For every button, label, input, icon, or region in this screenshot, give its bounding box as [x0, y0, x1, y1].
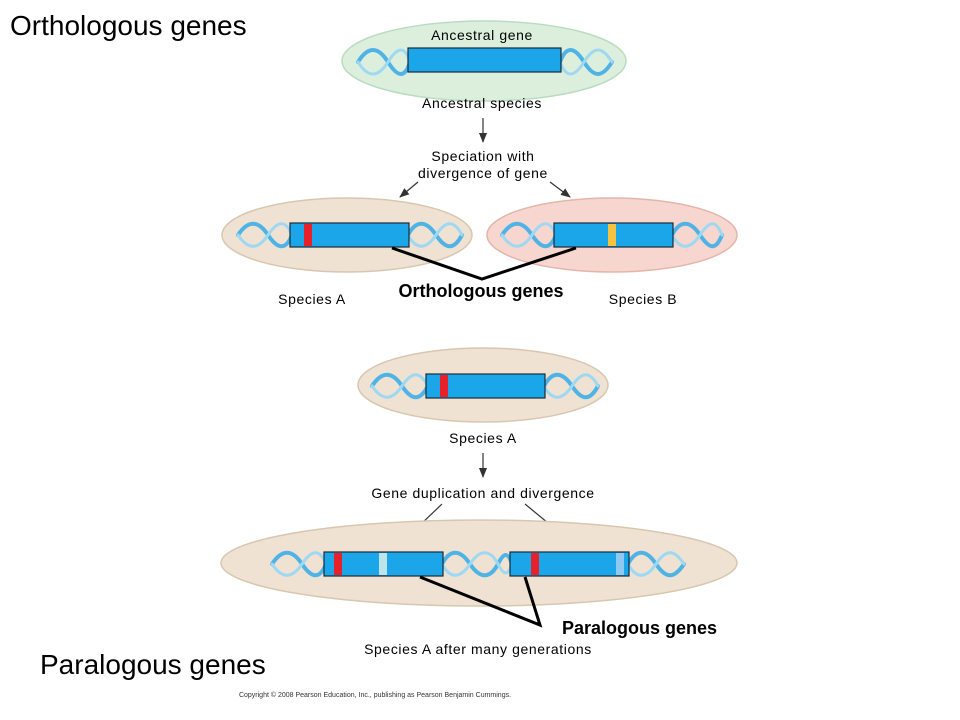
orthologous-bracket — [391, 246, 577, 281]
speciation-label-line1: Speciation with — [431, 148, 534, 164]
speciation-arrow-right — [549, 181, 571, 198]
copyright-notice: Copyright © 2008 Pearson Education, Inc.… — [239, 691, 511, 699]
duplication-label: Gene duplication and divergence — [371, 485, 594, 501]
species-a-after-generations-label: Species A after many generations — [364, 641, 592, 657]
paralog-gene-2-lightblue-mutation — [616, 553, 624, 575]
orthologous-genes-label: Orthologous genes — [398, 281, 563, 301]
speciation-arrow-left — [399, 181, 419, 198]
species-a-dna-helix — [236, 221, 464, 249]
paralogous-bracket — [419, 575, 543, 628]
species-b-mutation — [608, 224, 616, 246]
paralog-species-a-label: Species A — [449, 430, 517, 446]
species-a-label: Species A — [278, 291, 346, 307]
species-a-mutation — [304, 224, 312, 246]
species-a-later-dna-helix — [270, 550, 686, 578]
orthologous-title: Orthologous genes — [10, 10, 247, 41]
ancestral-gene — [407, 47, 562, 73]
paralogous-genes-label: Paralogous genes — [562, 618, 717, 638]
paralog-species-a-mutation — [440, 375, 448, 397]
paralogous-title: Paralogous genes — [40, 649, 266, 680]
paralog-gene-2 — [509, 551, 630, 577]
paralog-gene-2-red-mutation — [531, 553, 539, 575]
species-b-dna-helix — [500, 221, 724, 249]
ancestral-gene-label: Ancestral gene — [431, 27, 533, 43]
species-a-later-cell — [220, 519, 738, 607]
species-b-label: Species B — [609, 291, 677, 307]
paralog-species-a-dna-helix — [370, 372, 600, 400]
paralog-gene-1-red-mutation — [334, 553, 342, 575]
paralog-gene-1-pale-mutation — [379, 553, 387, 575]
ancestral-species-label: Ancestral species — [422, 95, 542, 111]
speciation-label-line2: divergence of gene — [418, 165, 548, 181]
ancestral-dna-helix — [356, 48, 614, 76]
